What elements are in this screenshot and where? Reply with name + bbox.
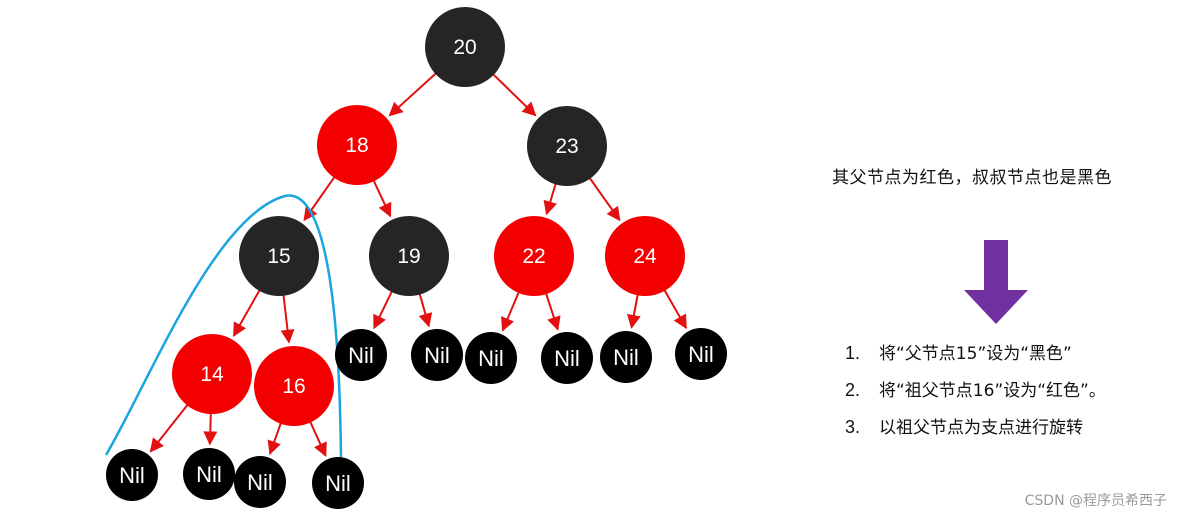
step-text: 将“祖父节点16”设为“红色”。	[879, 381, 1106, 401]
edge-n22-nil22a	[501, 290, 521, 332]
node-label: 14	[200, 363, 224, 386]
nil-circle	[465, 332, 517, 384]
edge-n16-nil16a	[267, 421, 283, 456]
node-label: 19	[397, 245, 420, 268]
nil-circle	[183, 448, 235, 500]
step-text: 将“父节点15”设为“黑色”	[879, 344, 1072, 364]
tree-edges	[149, 71, 687, 457]
edge-n14-nil14a	[149, 403, 190, 453]
edge-n24-nil24b	[662, 288, 687, 330]
tree-node-23: 23	[527, 106, 607, 186]
steps-list: 1. 将“父节点15”设为“黑色” 2. 将“祖父节点16”设为“红色”。 3. 以祖…	[845, 339, 1106, 450]
nil-leaf: Nil	[600, 331, 652, 383]
edge-n15-n16	[280, 293, 295, 344]
nil-label: Nil	[424, 343, 450, 368]
tree-node-16: 16	[254, 346, 334, 426]
nil-circle	[234, 456, 286, 508]
nil-leaf: Nil	[411, 329, 463, 381]
node-circle	[254, 346, 334, 426]
edge-n24-nil24a	[626, 293, 641, 329]
down-arrow-icon	[964, 240, 1028, 324]
nil-circle	[600, 331, 652, 383]
node-label: 24	[633, 245, 657, 268]
nil-label: Nil	[196, 462, 222, 487]
nil-label: Nil	[247, 470, 273, 495]
nil-leaf: Nil	[675, 328, 727, 380]
edge-n20-n23	[491, 72, 537, 117]
nil-circle	[335, 329, 387, 381]
node-label: 18	[345, 134, 368, 157]
node-circle	[172, 334, 252, 414]
case-description: 其父节点为红色，叔叔节点也是黑色	[832, 168, 1112, 188]
tree-node-15: 15	[239, 216, 319, 296]
nil-label: Nil	[478, 346, 504, 371]
nil-label: Nil	[613, 345, 639, 370]
edge-n19-nil19b	[418, 292, 433, 328]
watermark: CSDN @程序员希西子	[1024, 493, 1167, 509]
nil-leaf: Nil	[234, 456, 286, 508]
step-number: 1.	[845, 343, 861, 363]
edge-n23-n22	[543, 182, 558, 216]
nil-leaf: Nil	[335, 329, 387, 381]
nil-label: Nil	[325, 471, 351, 496]
step-number: 3.	[845, 417, 861, 437]
node-label: 22	[522, 245, 545, 268]
tree-node-19: 19	[369, 216, 449, 296]
edge-n18-n15	[303, 175, 336, 222]
nil-leaf: Nil	[465, 332, 517, 384]
edge-n20-n18	[388, 71, 438, 117]
nil-circle	[411, 329, 463, 381]
edge-n16-nil16b	[308, 420, 327, 457]
nil-circle	[312, 457, 364, 509]
edge-n18-n19	[372, 178, 392, 218]
node-circle	[494, 216, 574, 296]
tree-node-18: 18	[317, 105, 397, 185]
edge-n14-nil14b	[203, 411, 218, 446]
tree-node-20: 20	[425, 7, 505, 87]
step-item: 2. 将“祖父节点16”设为“红色”。	[845, 376, 1106, 413]
nil-leaf: Nil	[541, 332, 593, 384]
nil-circle	[675, 328, 727, 380]
node-label: 16	[282, 375, 305, 398]
node-circle	[239, 216, 319, 296]
edge-n22-nil22b	[544, 291, 561, 331]
node-circle	[369, 216, 449, 296]
step-number: 2.	[845, 380, 861, 400]
node-circle	[527, 106, 607, 186]
node-circle	[425, 7, 505, 87]
nil-label: Nil	[119, 463, 145, 488]
nil-label: Nil	[688, 342, 714, 367]
nil-circle	[106, 449, 158, 501]
edge-n19-nil19a	[373, 289, 394, 330]
tree-node-24: 24	[605, 216, 685, 296]
nil-circle	[541, 332, 593, 384]
node-circle	[317, 105, 397, 185]
nil-label: Nil	[554, 346, 580, 371]
node-label: 15	[267, 245, 290, 268]
tree-node-22: 22	[494, 216, 574, 296]
step-item: 1. 将“父节点15”设为“黑色”	[845, 339, 1106, 376]
nil-label: Nil	[348, 343, 374, 368]
nil-leaf: Nil	[183, 448, 235, 500]
edge-n15-n14	[232, 288, 262, 337]
node-label: 20	[453, 36, 476, 59]
nil-leaf: Nil	[312, 457, 364, 509]
node-circle	[605, 216, 685, 296]
tree-node-14: 14	[172, 334, 252, 414]
edge-n23-n24	[588, 176, 621, 222]
node-label: 23	[555, 135, 578, 158]
step-item: 3. 以祖父节点为支点进行旋转	[845, 413, 1106, 450]
nil-leaf: Nil	[106, 449, 158, 501]
step-text: 以祖父节点为支点进行旋转	[879, 418, 1083, 438]
